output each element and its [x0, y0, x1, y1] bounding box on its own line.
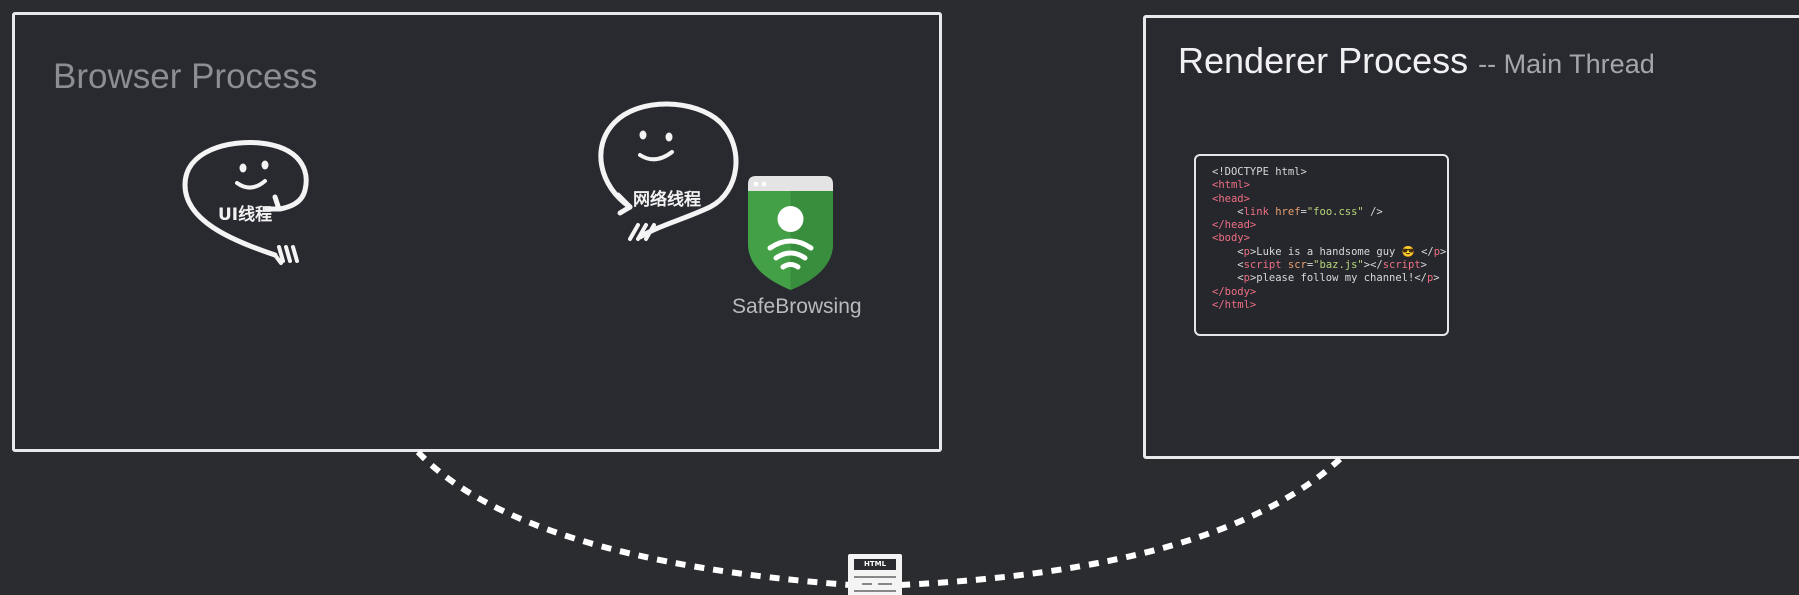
renderer-process-title: Renderer Process -- Main Thread — [1178, 40, 1655, 82]
code-line: <link href="foo.css" /> — [1212, 205, 1383, 218]
code-link-attr: href — [1275, 205, 1301, 218]
code-html-close: </html> — [1212, 298, 1257, 311]
code-line: <p>please follow my channel!</p> — [1212, 272, 1440, 285]
connector-left-arc — [415, 449, 851, 588]
safebrowsing-shield-icon — [748, 176, 833, 290]
code-doctype: <!DOCTYPE html> — [1212, 166, 1307, 178]
code-line: </head> — [1212, 219, 1447, 232]
code-line: <script scr="baz.js"></script> — [1212, 259, 1427, 272]
html-document-line — [862, 583, 872, 585]
code-head-open: <head> — [1212, 192, 1250, 205]
html-document-line — [878, 583, 892, 585]
renderer-process-panel: Renderer Process -- Main Thread <!DOCTYP… — [1143, 15, 1799, 459]
code-body-open: <body> — [1212, 232, 1250, 245]
safebrowsing-label: SafeBrowsing — [732, 295, 862, 318]
code-p1-text: Luke is a handsome guy 😎 — [1256, 245, 1422, 258]
ui-thread-doodle-icon — [182, 140, 309, 265]
network-thread-label: 网络线程 — [633, 190, 701, 210]
code-line: </body> — [1212, 286, 1447, 299]
html-document-line — [854, 590, 896, 592]
code-line: <html> — [1212, 179, 1447, 192]
code-head-close: </head> — [1212, 219, 1257, 232]
html-document-header: HTML — [854, 559, 896, 570]
code-body-close: </body> — [1212, 285, 1257, 298]
code-line: <!DOCTYPE html> — [1212, 166, 1447, 179]
code-line: <body> — [1212, 232, 1447, 245]
html-document-label: HTML — [863, 560, 887, 568]
html-document-icon: HTML — [848, 554, 902, 595]
code-p2-text: please follow my channel! — [1256, 272, 1415, 285]
renderer-process-subtitle: -- Main Thread — [1478, 49, 1655, 79]
code-html-open: <html> — [1212, 179, 1250, 192]
html-code-card: <!DOCTYPE html> <html> <head> <link href… — [1194, 154, 1449, 336]
ui-thread-label: UI线程 — [218, 205, 273, 225]
code-script-attr: scr — [1287, 259, 1307, 272]
connector-right-arc — [899, 456, 1343, 588]
code-script-value: "baz.js" — [1313, 259, 1364, 272]
code-link-tag: link — [1243, 205, 1269, 218]
html-document-line — [854, 576, 896, 578]
browser-process-title: Browser Process — [53, 57, 318, 96]
code-link-value: "foo.css" — [1306, 205, 1364, 218]
browser-process-panel: Browser Process UI线程 网络线程 SafeBrowsing — [12, 12, 942, 452]
network-thread-doodle-icon — [598, 101, 739, 241]
code-line: <p>Luke is a handsome guy 😎 </p> — [1212, 245, 1447, 258]
code-line: <head> — [1212, 193, 1447, 206]
renderer-process-title-main: Renderer Process — [1178, 40, 1469, 81]
code-line: </html> — [1212, 299, 1447, 312]
